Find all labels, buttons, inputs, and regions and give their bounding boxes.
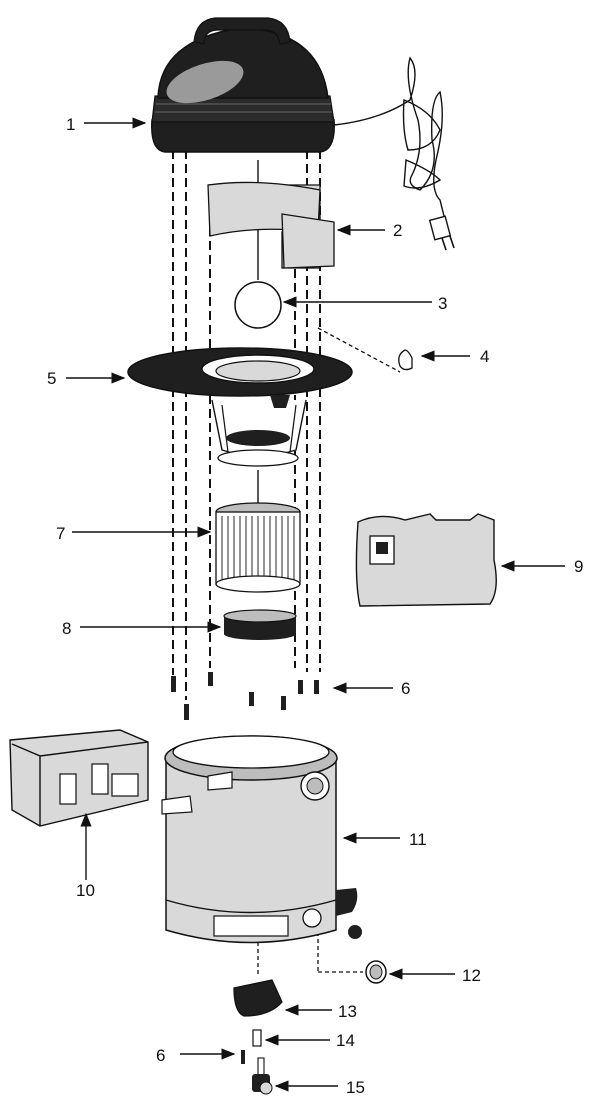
screw-lower-part xyxy=(241,1050,245,1064)
cartridge-filter-part xyxy=(215,502,301,593)
callout-leaders xyxy=(66,117,565,1092)
screws-upper-part xyxy=(171,672,319,720)
shroud-part xyxy=(207,181,335,269)
callout-4: 4 xyxy=(480,347,489,366)
caster-base-part xyxy=(233,979,283,1017)
tool-caddy-part xyxy=(9,729,149,827)
callout-7: 7 xyxy=(56,524,65,543)
callout-3: 3 xyxy=(438,294,447,313)
callout-5: 5 xyxy=(47,369,56,388)
float-ball-part xyxy=(234,281,282,329)
retainer-ring-part xyxy=(223,609,297,640)
drain-cap-part xyxy=(365,960,387,984)
tank-part xyxy=(161,735,362,944)
callout-10: 10 xyxy=(76,881,95,900)
callout-11: 11 xyxy=(409,830,427,849)
caster-part xyxy=(252,1057,273,1095)
power-head-part xyxy=(151,17,455,251)
callout-9: 9 xyxy=(574,557,583,576)
hook-part xyxy=(398,349,413,371)
filter-bag-part xyxy=(355,513,497,607)
callout-6-upper: 6 xyxy=(401,679,410,698)
callout-8: 8 xyxy=(62,619,71,638)
callout-labels: 1 2 3 4 5 7 8 9 6 10 11 12 13 14 6 15 xyxy=(47,115,583,1097)
callout-1: 1 xyxy=(66,115,75,134)
callout-12: 12 xyxy=(462,966,481,985)
callout-14: 14 xyxy=(336,1031,355,1050)
callout-15: 15 xyxy=(346,1078,365,1097)
callout-13: 13 xyxy=(338,1002,357,1021)
pin-part xyxy=(252,1029,262,1047)
callout-2: 2 xyxy=(393,221,402,240)
filter-plate-part xyxy=(127,347,353,467)
callout-6-lower: 6 xyxy=(156,1046,165,1065)
